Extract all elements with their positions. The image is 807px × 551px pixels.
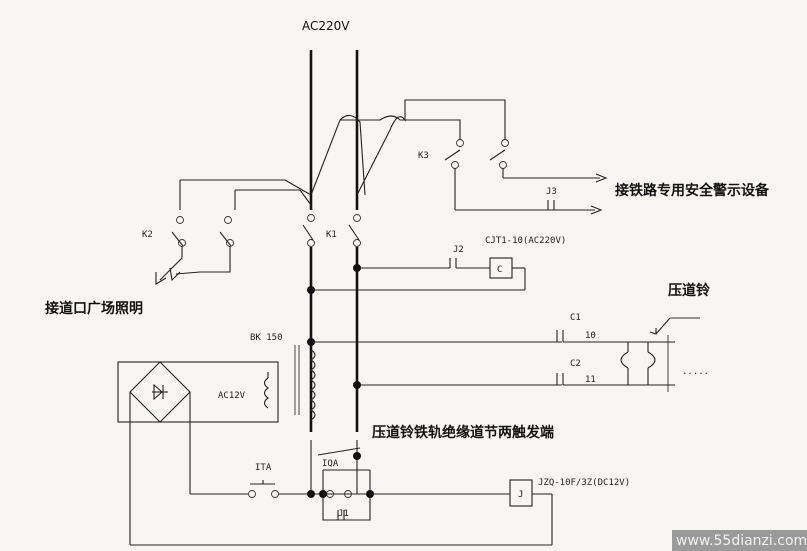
railway-arrows <box>590 173 608 215</box>
contactor-label: CJT1-10(AC220V) <box>485 236 566 246</box>
c1-num: 10 <box>585 331 596 341</box>
junction-dot <box>319 490 327 498</box>
j1-label: J1 <box>338 509 349 519</box>
relay-label: JZQ-10F/3Z(DC12V) <box>538 478 630 488</box>
k3-label: K3 <box>418 151 429 161</box>
watermark: www.55dianzi.com <box>676 533 807 549</box>
k2-label: K2 <box>142 230 153 240</box>
switch-k3 <box>444 139 600 211</box>
iqa-label: IQA <box>322 459 339 469</box>
label-railway: 接铁路专用安全警示设备 <box>615 182 770 199</box>
relay-circuit <box>130 440 553 546</box>
c1-label: C1 <box>570 313 581 323</box>
junction-dot <box>366 490 374 498</box>
power-label: AC220V <box>302 19 350 33</box>
junction-dot <box>353 381 361 389</box>
bell-branch <box>307 317 700 392</box>
rectifier-bridge <box>117 361 279 545</box>
switch-k2 <box>155 216 234 285</box>
c2-label: C2 <box>570 359 581 369</box>
transformer-label: BK 150 <box>250 333 283 343</box>
j3-label: J3 <box>546 187 557 197</box>
junction-dot <box>353 452 361 460</box>
junction-dot <box>307 286 315 294</box>
contactor-coil-label: C <box>497 265 502 275</box>
label-lighting: 接道口广场照明 <box>45 300 143 317</box>
label-bell: 压道铃 <box>668 282 710 299</box>
bell-dots: ..... <box>682 367 709 377</box>
label-trigger: 压道铃铁轨绝缘道节两触发端 <box>372 424 554 441</box>
k1-label: K1 <box>326 230 337 240</box>
relay-coil-label: J <box>518 490 523 500</box>
j2-label: J2 <box>453 245 464 255</box>
contactor-branch <box>307 257 526 294</box>
ac12v-label: AC12V <box>218 391 246 401</box>
ac220v-mains <box>309 50 359 210</box>
junction-dot <box>353 264 361 272</box>
c2-num: 11 <box>585 375 596 385</box>
ita-label: ITA <box>255 463 272 473</box>
watermark-bg <box>672 530 807 551</box>
k3-feed-wires <box>179 99 506 210</box>
junction-dot <box>307 338 315 346</box>
junction-dot <box>307 490 315 498</box>
transformer <box>263 345 316 421</box>
